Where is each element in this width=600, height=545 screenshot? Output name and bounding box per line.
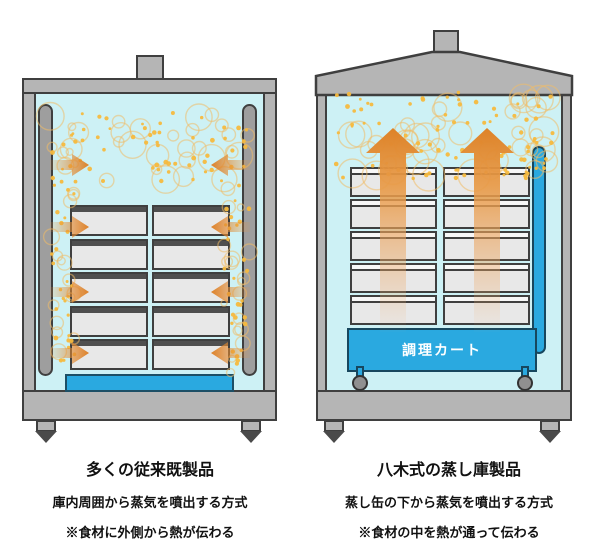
steam-tray (443, 263, 530, 293)
steam-tray (443, 167, 530, 197)
left-cabinet-foot (35, 431, 57, 443)
right-cabinet-foot (323, 431, 345, 443)
right-cabinet-bottom-wall (318, 390, 570, 419)
right-cabinet-right-wall (561, 95, 570, 390)
steam-tray (70, 239, 148, 270)
left-caption-line1: 庫内周囲から蒸気を噴出する方式 (52, 495, 248, 510)
right-caption-line2: ※食材の中を熱が通って伝わる (358, 525, 540, 540)
left-cabinet-body (22, 78, 277, 421)
left-cabinet-base-platform (65, 374, 234, 392)
right-caption-title: 八木式の蒸し庫製品 (376, 462, 521, 479)
steam-tray (70, 272, 148, 303)
left-cabinet-right-wall (263, 94, 275, 390)
right-caption-line1: 蒸し缶の下から蒸気を噴出する方式 (344, 495, 553, 510)
steam-tray (152, 306, 230, 337)
right-cabinet-roof (314, 50, 574, 97)
steam-tray (443, 231, 530, 261)
right-cabinet-foot (539, 431, 561, 443)
left-cabinet-bottom-wall (24, 390, 275, 419)
left-caption-title: 多くの従来既製品 (85, 462, 214, 479)
left-side-steam-pipe (38, 104, 53, 376)
left-cabinet-left-wall (24, 94, 36, 390)
steam-tray (70, 205, 148, 236)
cooking-cart: 調理カート (347, 328, 537, 372)
right-caption: 八木式の蒸し庫製品 蒸し缶の下から蒸気を噴出する方式 ※食材の中を熱が通って伝わ… (319, 456, 579, 545)
left-cabinet-top-wall (24, 80, 275, 94)
steam-tray (152, 205, 230, 236)
steam-tray (350, 263, 437, 293)
steam-tray (443, 295, 530, 325)
right-side-steam-pipe (242, 104, 257, 376)
right-cabinet-left-wall (318, 95, 327, 390)
steam-tray (152, 339, 230, 370)
cart-wheel (352, 375, 368, 391)
left-caption-line2: ※食材に外側から熱が伝わる (65, 525, 235, 540)
steam-tray (70, 306, 148, 337)
cooking-cart-label: 調理カート (402, 342, 482, 358)
left-cabinet-foot (240, 431, 262, 443)
steam-tray (350, 199, 437, 229)
steam-tray (350, 295, 437, 325)
steam-tray (152, 239, 230, 270)
steam-tray (350, 167, 437, 197)
steam-tray (152, 272, 230, 303)
right-cabinet-chimney (433, 30, 459, 56)
left-caption: 多くの従来既製品 庫内周囲から蒸気を噴出する方式 ※食材に外側から熱が伝わる (20, 456, 280, 545)
steam-tray (443, 199, 530, 229)
steam-tray (70, 339, 148, 370)
cart-wheel (517, 375, 533, 391)
steam-tray (350, 231, 437, 261)
steam-supply-pipe (532, 146, 546, 354)
